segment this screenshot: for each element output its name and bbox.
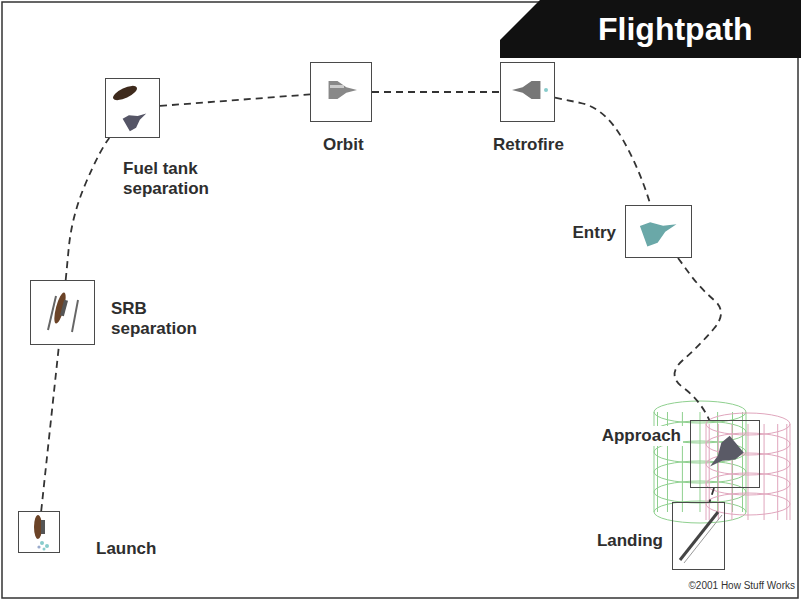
- stage-box: Fuel tank separation: [105, 78, 160, 138]
- stage-box: Orbit: [310, 62, 372, 122]
- flight-path: [160, 94, 310, 106]
- stage-label: Approach: [600, 426, 683, 446]
- stage-label: Retrofire: [491, 135, 566, 155]
- stage-box: Landing: [672, 502, 725, 570]
- grid-line: [790, 424, 791, 520]
- flight-path: [555, 98, 651, 205]
- grid-line: [706, 424, 707, 520]
- title: Flightpath: [598, 10, 753, 48]
- flight-path: [710, 488, 715, 502]
- flight-path: [372, 91, 500, 93]
- stage-box: SRB separation: [30, 280, 95, 345]
- stage-label: Landing: [595, 531, 665, 551]
- flight-path: [41, 345, 59, 511]
- grid-line: [746, 412, 747, 512]
- stage-box: Launch: [18, 511, 60, 553]
- stage-label: Fuel tank separation: [121, 159, 240, 199]
- grid-line: [748, 424, 749, 520]
- stage-label: Orbit: [321, 135, 366, 155]
- stage-label: SRB separation: [109, 299, 223, 339]
- grid-line: [700, 412, 701, 512]
- stage-box: Entry: [625, 205, 692, 258]
- flight-path: [66, 138, 110, 280]
- grid-line: [742, 412, 743, 512]
- entry-icon: [640, 214, 680, 246]
- flight-path: [675, 258, 722, 420]
- srb-icon: [48, 292, 78, 332]
- grid-line: [718, 424, 719, 520]
- grid-line: [709, 424, 710, 520]
- fuel-tank-icon: [111, 83, 150, 131]
- orbit-icon: [329, 81, 357, 99]
- title-band: [500, 0, 801, 58]
- retrofire-icon: [512, 81, 548, 99]
- launch-icon: [34, 515, 49, 551]
- stage-box: Approach: [690, 420, 760, 488]
- grid-line: [786, 424, 787, 520]
- copyright-note: ©2001 How Stuff Works: [689, 580, 796, 592]
- grid-line: [764, 424, 765, 520]
- approach-cylinders: [654, 401, 790, 523]
- grid-line: [777, 424, 778, 520]
- approach-icon: [703, 436, 744, 475]
- landing-icon: [680, 512, 722, 563]
- stage-label: Launch: [94, 539, 158, 559]
- stage-label: Entry: [571, 223, 618, 243]
- stage-box: Retrofire: [500, 62, 555, 122]
